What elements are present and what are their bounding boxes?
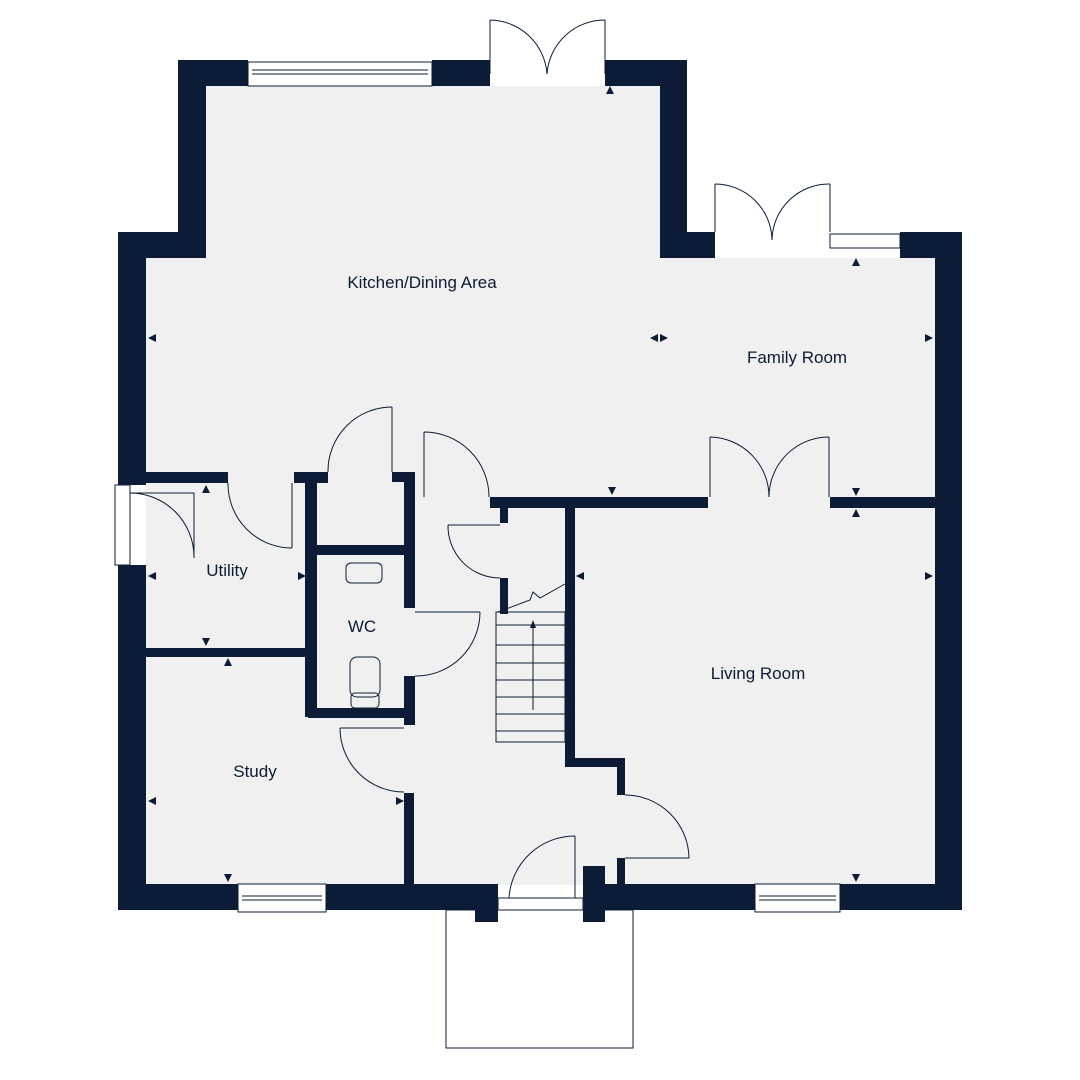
windows (114, 61, 901, 913)
exterior-walls (118, 60, 962, 922)
porch (445, 909, 634, 1049)
interior-walls (146, 472, 935, 884)
room-label-kitchen-dining: Kitchen/Dining Area (347, 273, 497, 292)
room-label-living-room: Living Room (711, 664, 806, 683)
room-label-study: Study (233, 762, 277, 781)
floor-area (146, 86, 936, 885)
room-label-wc: WC (348, 617, 376, 636)
doors (129, 19, 831, 899)
fixtures (345, 562, 383, 709)
dimension-markers (148, 86, 933, 882)
sink-icon (345, 562, 383, 584)
room-label-utility: Utility (206, 561, 248, 580)
room-label-family-room: Family Room (747, 348, 847, 367)
toilet-icon (349, 656, 381, 698)
staircase (495, 583, 566, 743)
